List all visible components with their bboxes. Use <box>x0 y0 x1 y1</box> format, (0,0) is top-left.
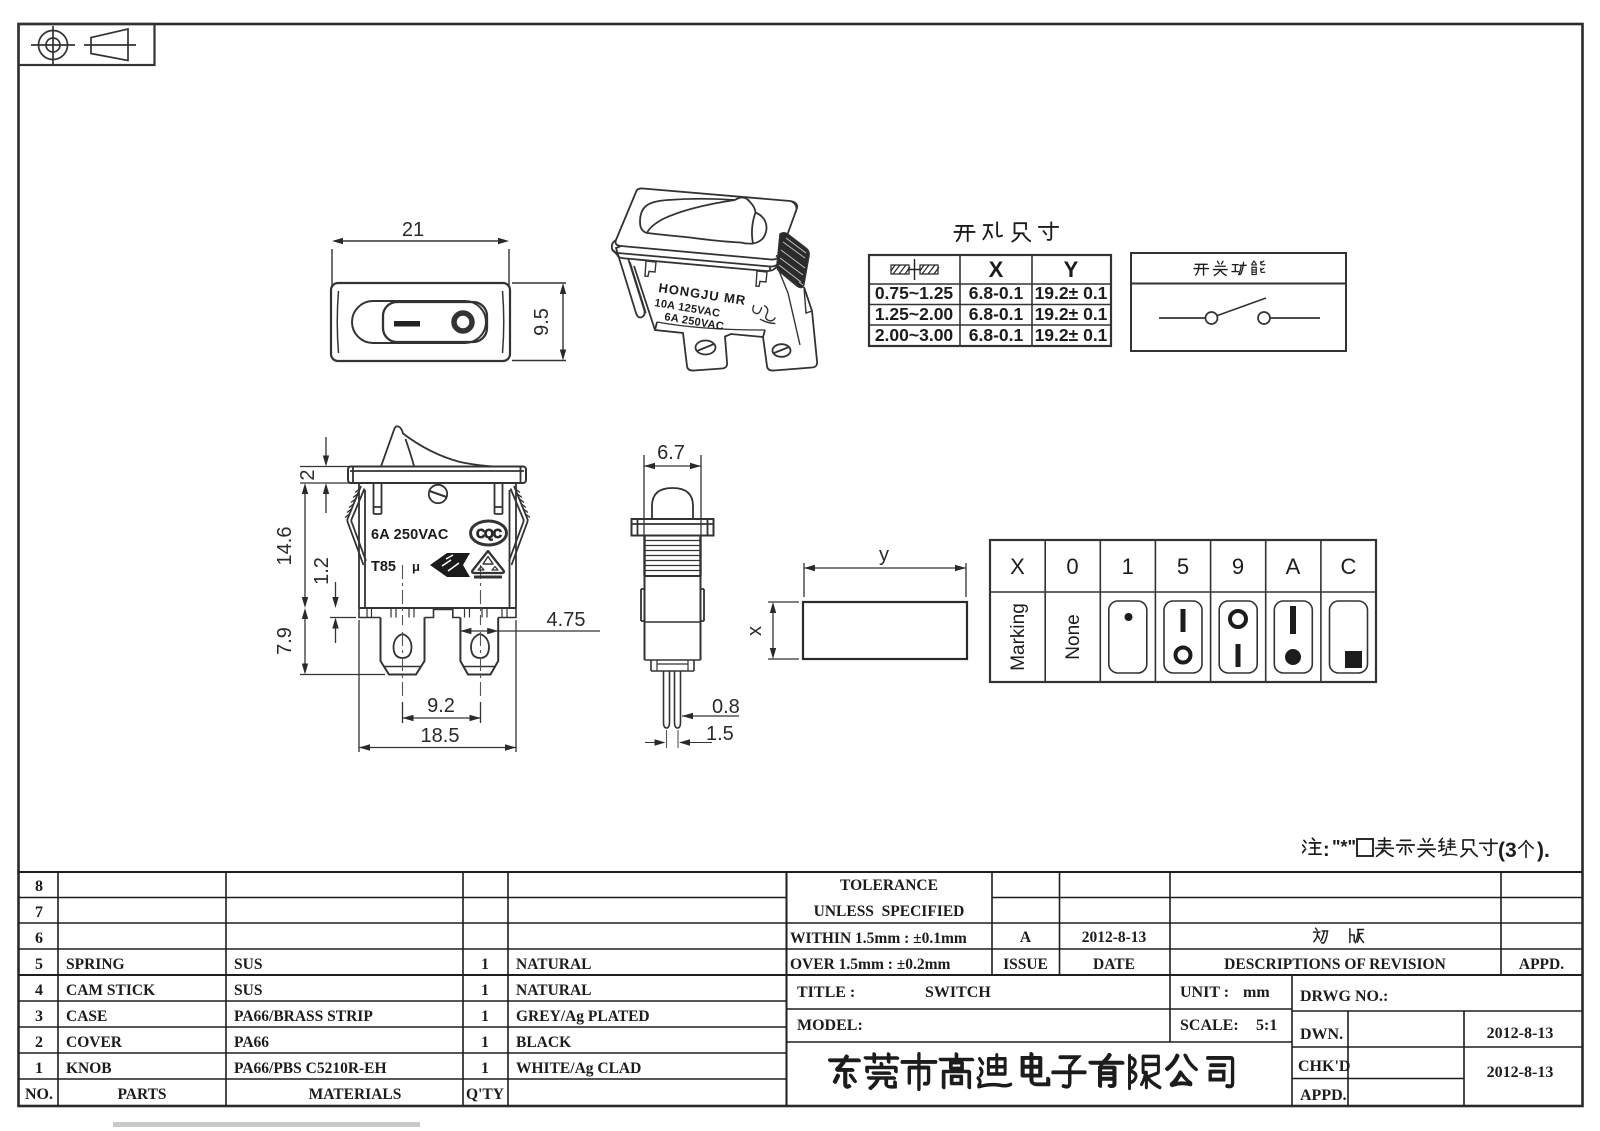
svg-text:6A 250VAC: 6A 250VAC <box>371 527 449 543</box>
svg-text:SPRING: SPRING <box>66 956 125 973</box>
svg-text:18.5: 18.5 <box>421 725 460 747</box>
svg-text:6.7: 6.7 <box>657 442 685 464</box>
svg-text:19.2± 0.1: 19.2± 0.1 <box>1035 283 1108 303</box>
svg-text:C: C <box>1340 554 1356 579</box>
svg-text:3: 3 <box>35 1008 43 1025</box>
svg-text:2: 2 <box>35 1034 43 1051</box>
svg-text:7.9: 7.9 <box>274 627 296 655</box>
svg-text:DRWG NO.:: DRWG NO.: <box>1300 988 1388 1005</box>
svg-text:Q'TY: Q'TY <box>466 1086 504 1103</box>
svg-text:APPD.: APPD. <box>1519 956 1564 973</box>
svg-text:1.5: 1.5 <box>706 723 734 745</box>
svg-text:21: 21 <box>402 219 424 241</box>
svg-text:DWN.: DWN. <box>1300 1026 1343 1043</box>
svg-text:0.75~1.25: 0.75~1.25 <box>875 283 954 303</box>
svg-text:DATE: DATE <box>1093 956 1135 973</box>
svg-text:x: x <box>744 626 766 636</box>
svg-text:PARTS: PARTS <box>117 1086 166 1103</box>
svg-text:SWITCH: SWITCH <box>925 984 991 1001</box>
svg-text:A: A <box>1020 929 1032 946</box>
svg-text:9.5: 9.5 <box>531 308 553 336</box>
svg-text:TITLE :: TITLE : <box>797 984 855 1001</box>
svg-text:GREY/Ag PLATED: GREY/Ag PLATED <box>516 1008 650 1025</box>
svg-text:2012-8-13: 2012-8-13 <box>1487 1025 1554 1042</box>
svg-text:9: 9 <box>1232 554 1244 579</box>
svg-text:8: 8 <box>35 878 43 895</box>
svg-text:1: 1 <box>481 1034 489 1051</box>
svg-text:NATURAL: NATURAL <box>516 956 592 973</box>
svg-text:9.2: 9.2 <box>427 695 455 717</box>
svg-text:PA66/BRASS STRIP: PA66/BRASS STRIP <box>234 1008 373 1025</box>
svg-text:).: ). <box>1537 839 1550 862</box>
svg-text:SUS: SUS <box>234 956 262 973</box>
svg-text:6.8-0.1: 6.8-0.1 <box>969 283 1024 303</box>
svg-text:0: 0 <box>1066 554 1078 579</box>
svg-text:UNIT :: UNIT : <box>1180 984 1229 1001</box>
svg-text:5: 5 <box>1177 554 1189 579</box>
svg-text:2: 2 <box>297 469 319 480</box>
svg-text:4.75: 4.75 <box>547 609 586 631</box>
svg-text:WITHIN 1.5mm : ±0.1mm: WITHIN 1.5mm : ±0.1mm <box>790 930 967 947</box>
svg-text:7: 7 <box>35 904 43 921</box>
svg-text:Marking: Marking <box>1008 603 1029 671</box>
svg-text:19.2± 0.1: 19.2± 0.1 <box>1035 304 1108 324</box>
svg-text:COVER: COVER <box>66 1034 123 1051</box>
svg-text:(3: (3 <box>1498 839 1517 862</box>
svg-text:6.8-0.1: 6.8-0.1 <box>969 325 1024 345</box>
svg-text:NO.: NO. <box>25 1086 53 1103</box>
svg-text:4: 4 <box>35 982 43 999</box>
svg-text:BLACK: BLACK <box>516 1034 571 1051</box>
svg-text:"*": "*" <box>1332 837 1356 857</box>
svg-text:DESCRIPTIONS OF REVISION: DESCRIPTIONS OF REVISION <box>1224 956 1446 973</box>
svg-text:X: X <box>989 257 1004 282</box>
svg-text:2012-8-13: 2012-8-13 <box>1082 929 1147 946</box>
svg-text:CQC: CQC <box>476 527 502 541</box>
svg-text:NATURAL: NATURAL <box>516 982 592 999</box>
svg-text:1: 1 <box>1122 554 1134 579</box>
svg-text:y: y <box>879 544 889 566</box>
svg-text:MODEL:: MODEL: <box>797 1017 863 1034</box>
svg-text:1: 1 <box>481 956 489 973</box>
svg-text:6.8-0.1: 6.8-0.1 <box>969 304 1024 324</box>
svg-text:Y: Y <box>1064 257 1079 282</box>
svg-text:T85: T85 <box>371 559 396 575</box>
svg-text:1: 1 <box>481 982 489 999</box>
svg-text:PA66: PA66 <box>234 1034 269 1051</box>
svg-text:ISSUE: ISSUE <box>1003 956 1048 973</box>
svg-text:5: 5 <box>35 956 43 973</box>
svg-text:5:1: 5:1 <box>1256 1017 1277 1034</box>
svg-text:CASE: CASE <box>66 1008 107 1025</box>
svg-text:mm: mm <box>1243 984 1270 1001</box>
svg-text:A: A <box>1286 554 1301 579</box>
svg-text:1.2: 1.2 <box>311 557 333 585</box>
svg-text:X: X <box>1010 554 1025 579</box>
svg-text::: : <box>1323 839 1330 861</box>
svg-text:None: None <box>1063 614 1084 659</box>
svg-text:UNLESS SPECIFIED: UNLESS SPECIFIED <box>814 903 965 920</box>
svg-text:1: 1 <box>481 1060 489 1077</box>
svg-text:WHITE/Ag CLAD: WHITE/Ag CLAD <box>516 1060 641 1077</box>
svg-text:1: 1 <box>35 1060 43 1077</box>
svg-text:CAM STICK: CAM STICK <box>66 982 155 999</box>
svg-text:APPD.: APPD. <box>1300 1087 1347 1104</box>
svg-text:SCALE:: SCALE: <box>1180 1017 1239 1034</box>
svg-text:SUS: SUS <box>234 982 262 999</box>
svg-text:TOLERANCE: TOLERANCE <box>840 877 938 894</box>
svg-text:0.8: 0.8 <box>712 696 740 718</box>
svg-text:KNOB: KNOB <box>66 1060 112 1077</box>
svg-text:1: 1 <box>481 1008 489 1025</box>
svg-text:19.2± 0.1: 19.2± 0.1 <box>1035 325 1108 345</box>
svg-text:OVER 1.5mm : ±0.2mm: OVER 1.5mm : ±0.2mm <box>790 956 951 973</box>
svg-text:2.00~3.00: 2.00~3.00 <box>875 325 954 345</box>
svg-text:14.6: 14.6 <box>274 527 296 566</box>
svg-text:2012-8-13: 2012-8-13 <box>1487 1064 1554 1081</box>
svg-text:PA66/PBS C5210R-EH: PA66/PBS C5210R-EH <box>234 1060 387 1077</box>
svg-text:1.25~2.00: 1.25~2.00 <box>875 304 954 324</box>
svg-text:μ: μ <box>412 559 420 574</box>
svg-text:MATERIALS: MATERIALS <box>309 1086 402 1103</box>
svg-text:6: 6 <box>35 930 43 947</box>
svg-text:CHK'D: CHK'D <box>1298 1058 1350 1075</box>
